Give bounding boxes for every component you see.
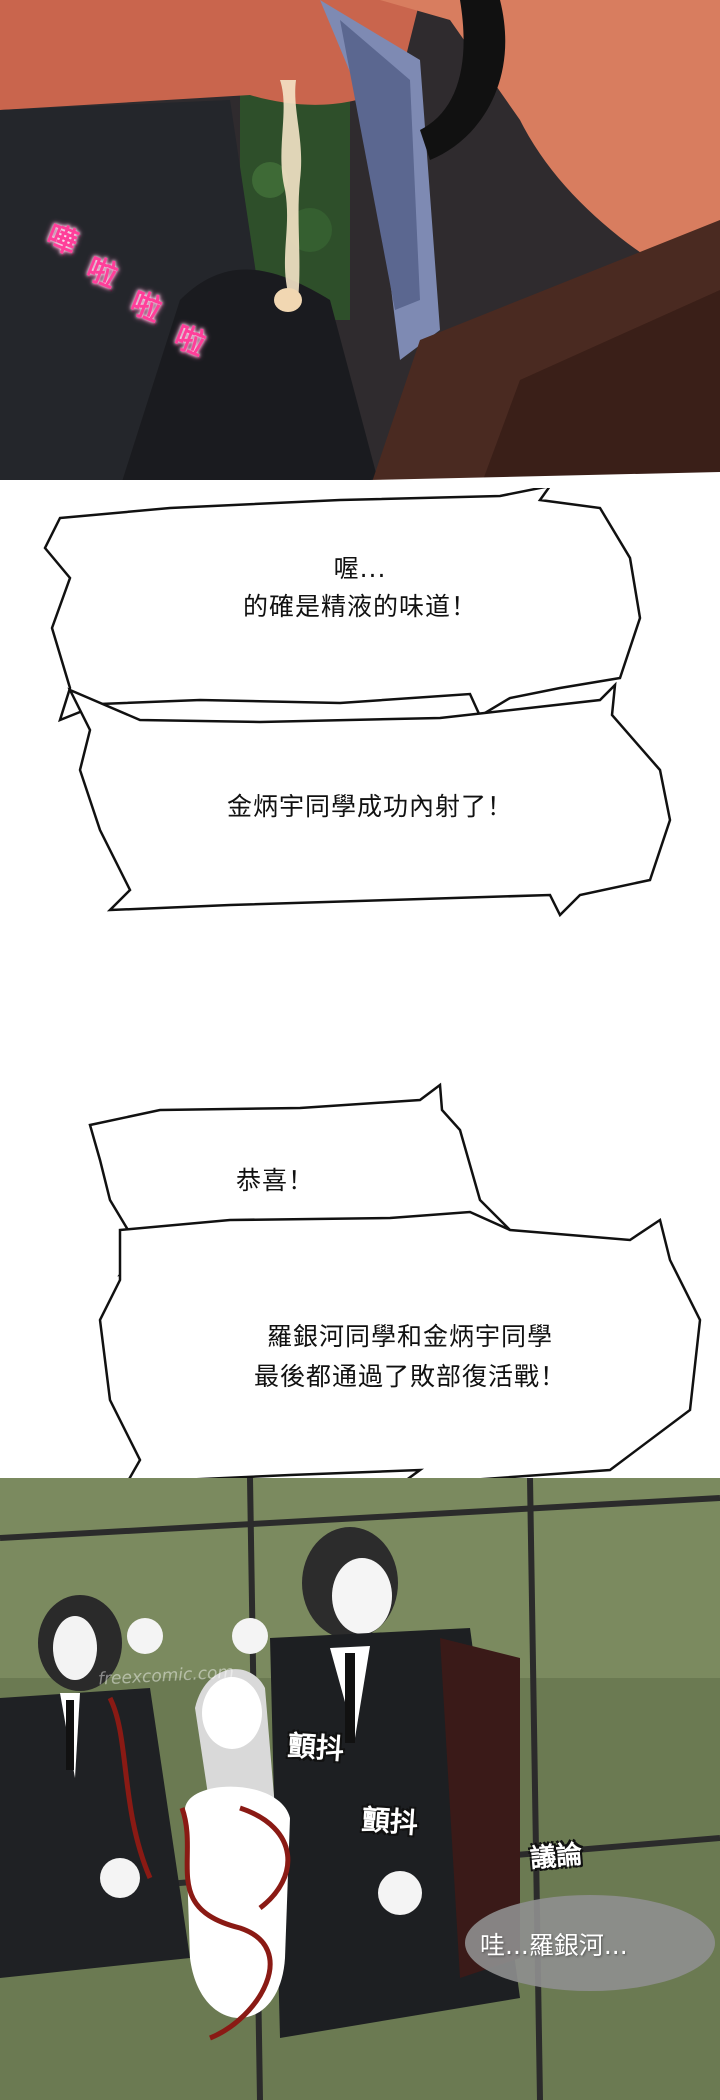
bubble-3-line-1: 恭喜！ xyxy=(235,1166,314,1195)
spiky-bubble-2-shape xyxy=(67,681,672,918)
bubble-1-line-2: 的確是精液的味道！ xyxy=(242,592,477,621)
speech-bubble-2: 金炳宇同學成功內射了！ xyxy=(60,680,680,925)
gray-bubble-text: 哇...羅銀河... xyxy=(480,1931,628,1960)
tremble-sfx-2: 顫抖 xyxy=(360,1803,419,1840)
top-comic-panel: 嘩 啦 啦 啦 xyxy=(0,0,720,488)
bubble-4-line-1: 羅銀河同學和金炳宇同學 xyxy=(266,1322,553,1351)
bubble-4-line-2: 最後都通過了敗部復活戰！ xyxy=(253,1362,566,1391)
bottom-panel-artwork xyxy=(0,1478,720,2100)
speech-bubble-1: 喔... 的確是精液的味道！ xyxy=(40,484,680,728)
top-panel-artwork xyxy=(0,0,720,488)
bubble-1-line-1: 喔... xyxy=(333,554,387,583)
murmur-sfx: 議論 xyxy=(529,1839,584,1875)
tremble-sfx-1: 顫抖 xyxy=(286,1729,345,1766)
spiky-bubble-1-shape xyxy=(43,484,642,723)
speech-bubble-4: 羅銀河同學和金炳宇同學 最後都通過了敗部復活戰！ xyxy=(90,1200,710,1500)
bubble-2-line-1: 金炳宇同學成功內射了！ xyxy=(226,792,513,821)
bottom-comic-panel: freexcomic.com 顫抖 顫抖 議論 哇...羅銀河... xyxy=(0,1478,720,2100)
spiky-bubble-4-shape xyxy=(98,1210,702,1497)
